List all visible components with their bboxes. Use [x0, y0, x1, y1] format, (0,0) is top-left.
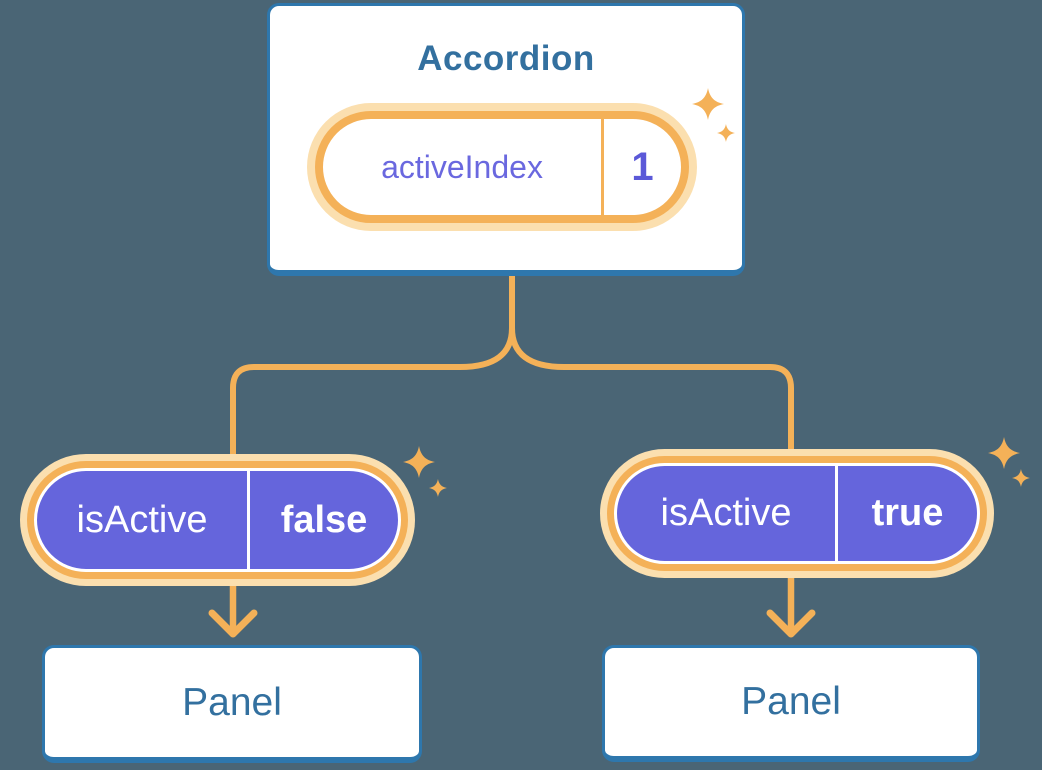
sparkle-icon — [988, 437, 1020, 469]
left-prop-value-label: false — [280, 498, 368, 541]
root-state-key-label: activeIndex — [381, 148, 543, 185]
right-prop-pill: isActive true — [614, 463, 980, 564]
left-panel-box: Panel — [42, 645, 422, 763]
root-state-pill: activeIndex 1 — [315, 111, 689, 223]
right-panel-box: Panel — [602, 645, 980, 762]
left-pill-divider — [247, 471, 250, 569]
sparkle-icon — [403, 446, 435, 478]
left-arrowhead-icon — [208, 609, 258, 638]
left-prop-key-label: isActive — [76, 498, 208, 541]
right-prop-value-label: true — [871, 492, 944, 534]
right-prop-key-label: isActive — [660, 492, 792, 534]
left-prop-pill: isActive false — [34, 468, 401, 572]
root-state-value-label: 1 — [631, 144, 654, 189]
right-panel-label: Panel — [741, 680, 841, 723]
right-branch-connector — [509, 269, 794, 473]
sparkle-icon — [429, 479, 447, 497]
right-arrowhead-icon — [766, 609, 816, 638]
root-pill-divider — [601, 119, 604, 215]
right-pill-divider — [835, 466, 838, 561]
left-panel-label: Panel — [182, 680, 282, 724]
accordion-title: Accordion — [417, 39, 595, 78]
left-branch-connector — [230, 269, 515, 481]
sparkle-icon — [1012, 469, 1030, 487]
